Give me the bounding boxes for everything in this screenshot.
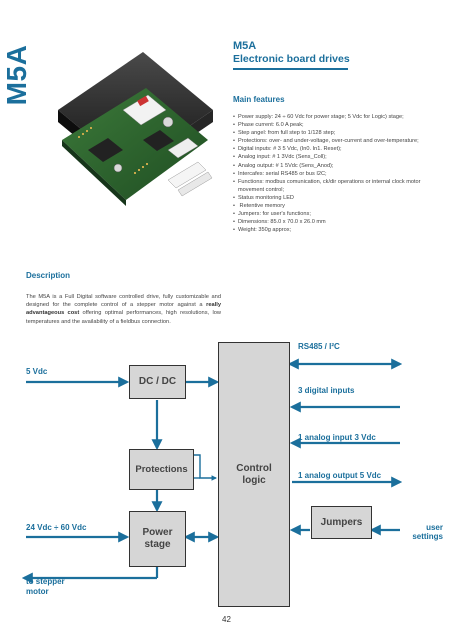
rs485-label: RS485 / I²C — [298, 342, 340, 351]
list-item: Analog output: # 1 5Vdc (Sens_Anod); — [233, 162, 443, 170]
list-item: Digital inputs: # 3 5 Vdc, (In0. In1. Re… — [233, 145, 443, 153]
input-5v-label: 5 Vdc — [26, 367, 48, 376]
description-title: Description — [26, 271, 71, 280]
jumpers-block: Jumpers — [311, 506, 372, 539]
product-heading: M5A Electronic board drives — [233, 40, 350, 70]
list-item: Retentive memory — [233, 202, 443, 210]
list-item: Weight: 350g approx; — [233, 226, 443, 234]
protections-block: Protections — [129, 449, 194, 490]
product-photo — [48, 40, 218, 230]
page-number: 42 — [222, 615, 231, 624]
analog-output-label: 1 analog output 5 Vdc — [298, 471, 382, 480]
description-text-bold: really advantageous cost — [26, 302, 221, 317]
analog-input-label: 1 analog input 3 Vdc — [298, 433, 376, 442]
list-item: Functions: modbus comunication, ck/dir o… — [233, 178, 443, 194]
diagram-connectors — [21, 358, 403, 584]
list-item: Jumpers: for user's functions; — [233, 210, 443, 218]
list-item: Status monitoring LED — [233, 194, 443, 202]
list-item: Protections: over- and under-voltage, ov… — [233, 137, 443, 145]
features-title: Main features — [233, 95, 285, 104]
protections-label: Protections — [135, 463, 188, 475]
input-24v-label: 24 Vdc ÷ 60 Vdc — [26, 523, 87, 532]
side-title-text: M5A — [1, 44, 32, 106]
dcdc-block: DC / DC — [129, 365, 186, 399]
dcdc-label: DC / DC — [138, 376, 177, 387]
control-logic-block: Control logic — [218, 342, 290, 607]
list-item: Dimensions: 85.0 x 70.0 x 26.0 mm — [233, 218, 443, 226]
list-item: Step angel: from full step to 1/128 step… — [233, 129, 443, 137]
jumpers-label: Jumpers — [320, 516, 363, 528]
power-stage-block: Power stage — [129, 511, 186, 567]
description-text-before: The M5A is a Full Digital software contr… — [26, 294, 221, 309]
circuit-board-image — [58, 52, 213, 206]
product-subtitle: Electronic board drives — [233, 53, 350, 65]
side-title: M5A — [1, 30, 32, 120]
heading-rule — [233, 68, 348, 70]
list-item: Analog input: # 1 3Vdc (Sens_Coll); — [233, 153, 443, 161]
description-text: The M5A is a Full Digital software contr… — [26, 293, 221, 326]
list-item: Power supply: 24 ÷ 60 Vdc for power stag… — [233, 113, 443, 121]
features-list: Power supply: 24 ÷ 60 Vdc for power stag… — [233, 113, 443, 234]
product-title: M5A — [233, 40, 257, 52]
list-item: Intercafes: serial RS485 or bus I2C; — [233, 170, 443, 178]
user-settings-label: user settings — [412, 523, 443, 541]
block-diagram: DC / DC Protections Power stage Control … — [0, 330, 453, 610]
stepper-motor-label: to stepper motor — [26, 577, 65, 596]
control-logic-label: Control logic — [236, 462, 272, 486]
digital-inputs-label: 3 digital inputs — [298, 386, 355, 395]
power-stage-label: Power stage — [142, 527, 173, 550]
list-item: Phase current: 6.0 A peak; — [233, 121, 443, 129]
description-text-after: offering optimal performances, high reso… — [26, 310, 221, 325]
